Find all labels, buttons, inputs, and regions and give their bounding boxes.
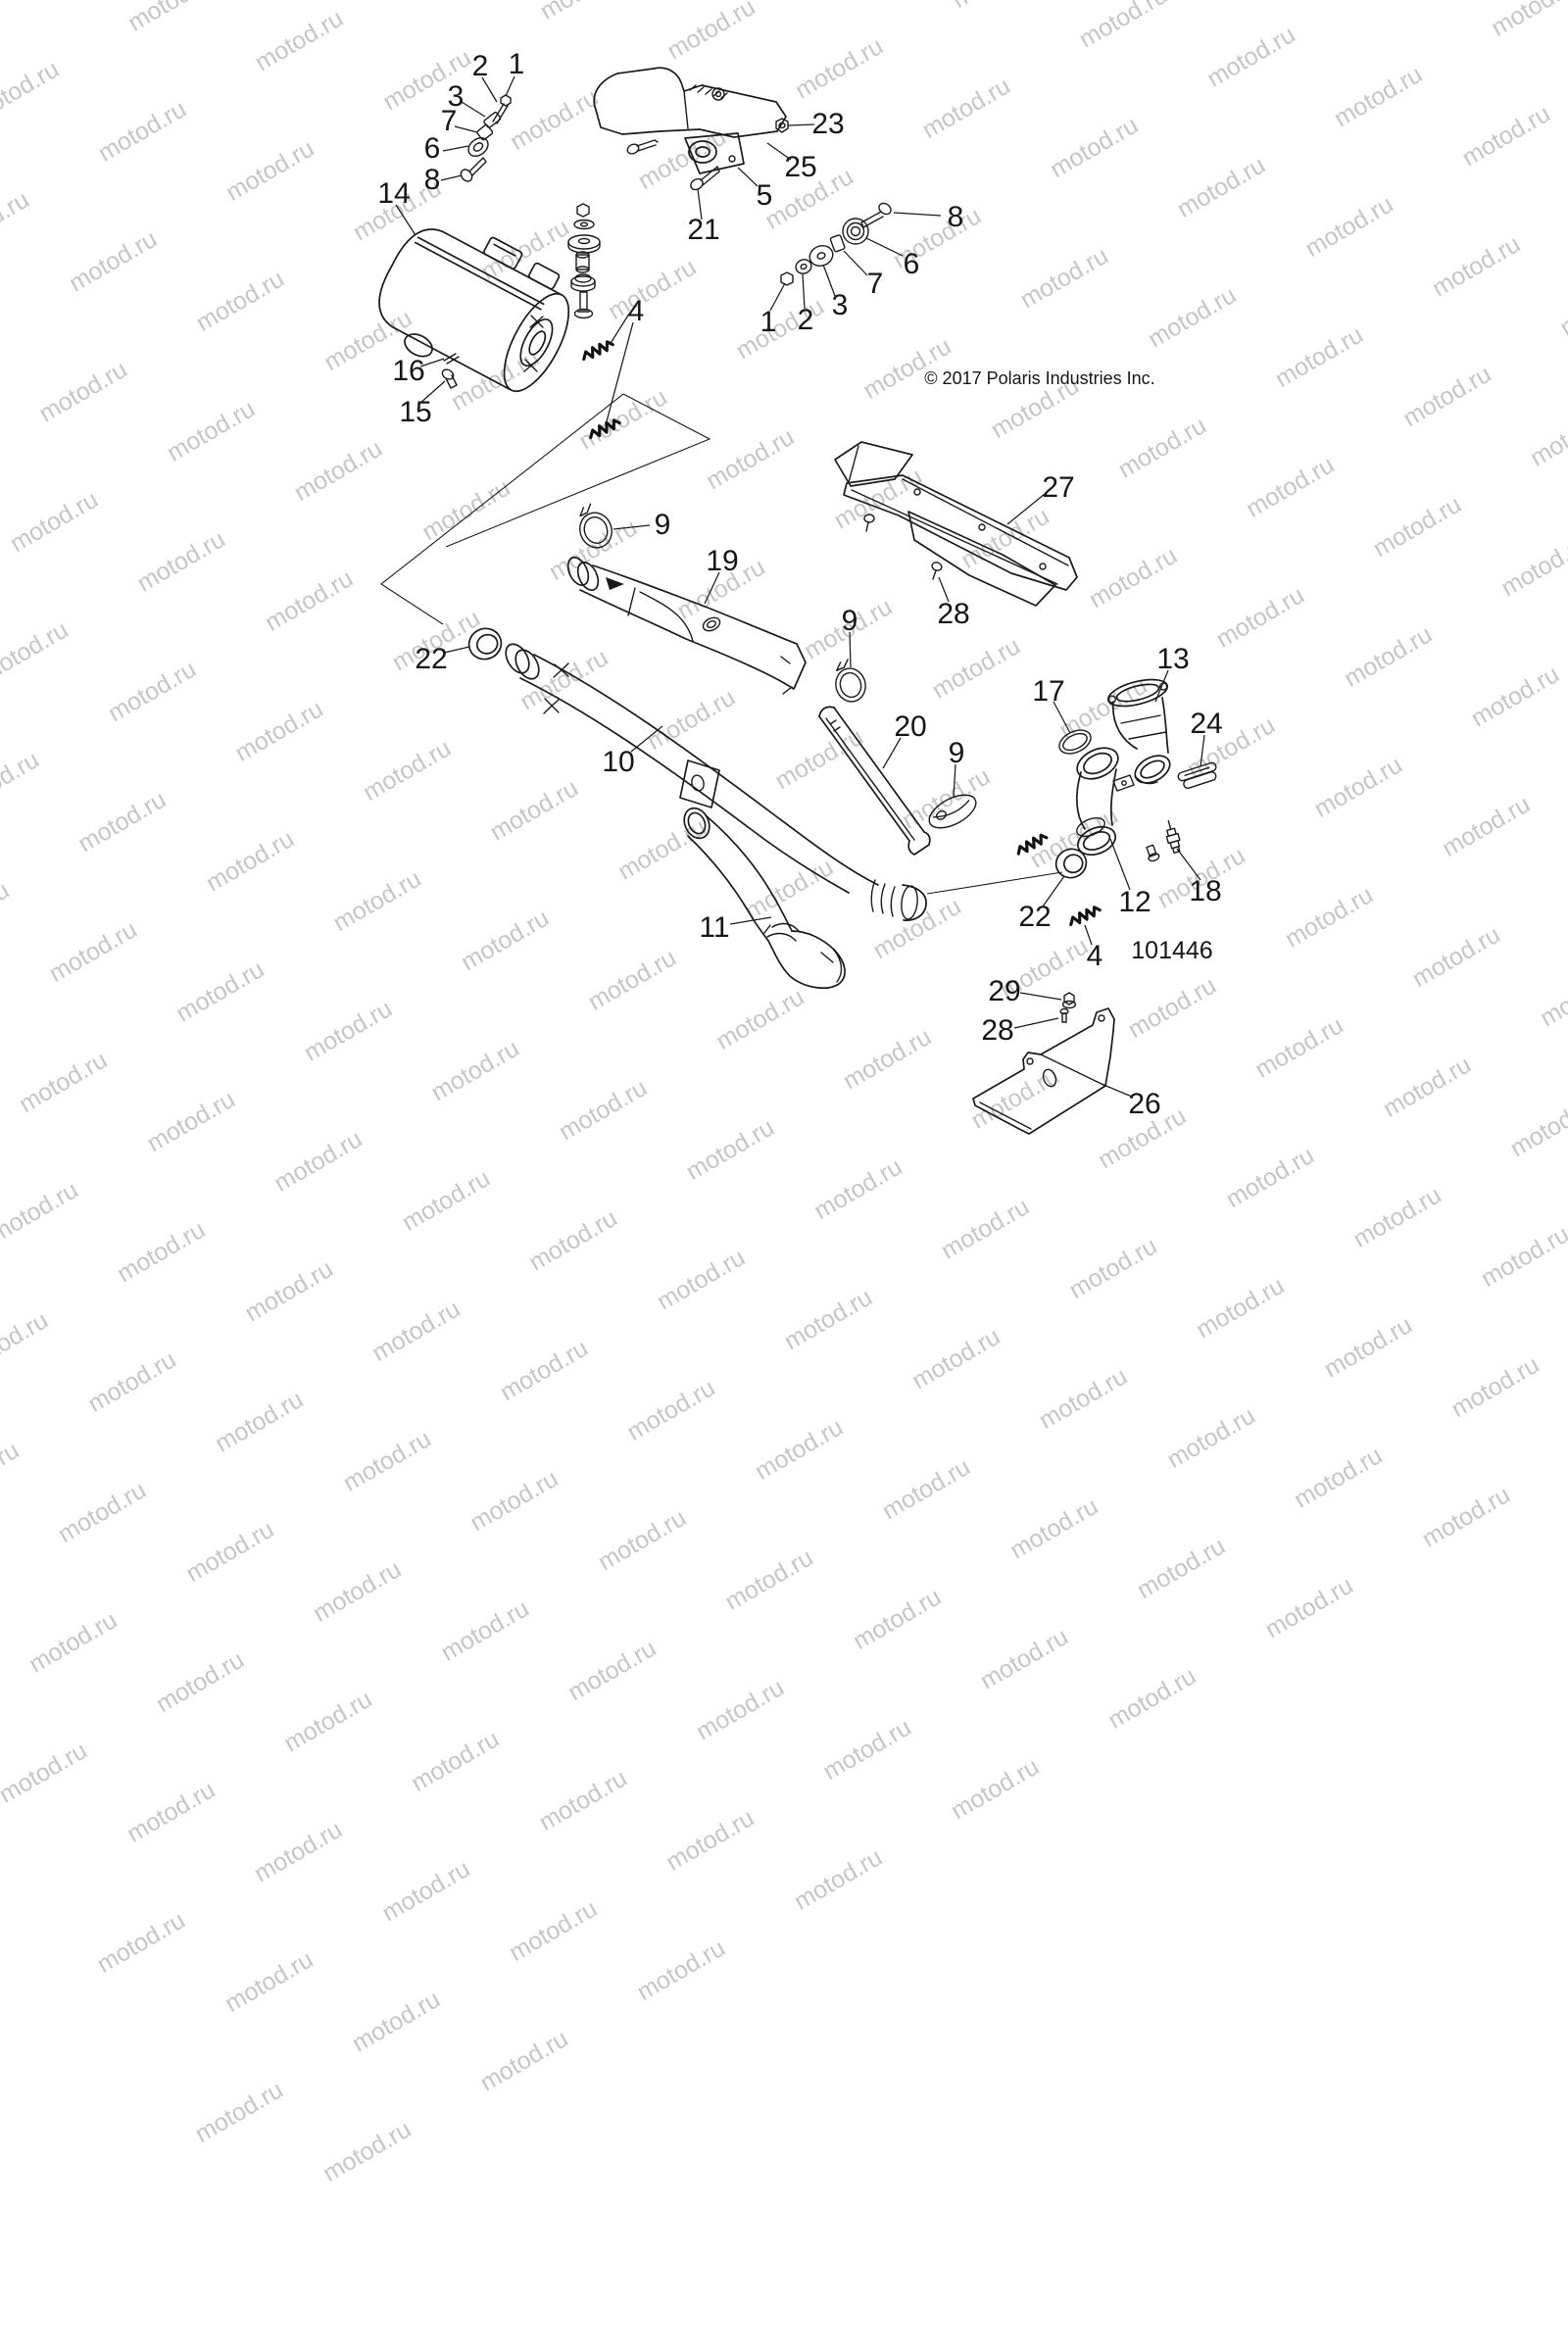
clamp-pad-part bbox=[928, 794, 977, 829]
callout-18: 18 bbox=[1189, 875, 1221, 907]
callout-28b: 28 bbox=[981, 1014, 1013, 1047]
muffler-part bbox=[378, 228, 570, 393]
nut-29-part bbox=[1061, 992, 1077, 1009]
mount-bracket bbox=[684, 132, 745, 174]
copyright-notice: © 2017 Polaris Industries Inc. bbox=[924, 368, 1154, 388]
callout-9b: 9 bbox=[842, 605, 858, 637]
callout-7a: 7 bbox=[441, 105, 458, 137]
pipe-shield-part bbox=[818, 706, 931, 856]
gasket-part bbox=[467, 627, 503, 661]
callout-8b: 8 bbox=[948, 201, 964, 233]
header-pipe-part bbox=[1106, 678, 1171, 785]
callout-6b: 6 bbox=[904, 248, 920, 280]
shield-bolt bbox=[626, 139, 659, 155]
diagram-number: 101446 bbox=[1131, 937, 1212, 964]
callout-1b: 1 bbox=[760, 306, 777, 338]
callout-22b: 22 bbox=[1018, 901, 1051, 933]
gasket-part bbox=[1054, 848, 1088, 879]
gasket-ring-part bbox=[1058, 729, 1092, 755]
tail-pipe-part bbox=[683, 807, 846, 989]
callout-28a: 28 bbox=[937, 598, 969, 630]
callout-3b: 3 bbox=[832, 289, 849, 321]
callout-24: 24 bbox=[1190, 708, 1222, 740]
spring-part bbox=[582, 340, 614, 362]
mount-stack bbox=[567, 203, 601, 319]
callout-9c: 9 bbox=[949, 737, 965, 769]
spring-part bbox=[1016, 833, 1049, 856]
callout-labels: 2 1 3 7 6 8 14 16 15 23 25 5 21 8 6 7 3 … bbox=[377, 48, 1222, 1120]
heat-shield-upper bbox=[593, 67, 787, 138]
callout-6a: 6 bbox=[424, 132, 441, 165]
callout-22a: 22 bbox=[415, 643, 447, 675]
exploded-parts-diagram: 2 1 3 7 6 8 14 16 15 23 25 5 21 8 6 7 3 … bbox=[377, 48, 1223, 1135]
callout-5: 5 bbox=[757, 179, 773, 212]
callout-1a: 1 bbox=[509, 48, 525, 80]
pin-part bbox=[443, 353, 460, 365]
callout-21: 21 bbox=[687, 214, 719, 246]
resonator-pipe-part bbox=[566, 557, 807, 695]
muffler-spring-hooks bbox=[523, 315, 544, 372]
hardware-set-right bbox=[780, 202, 892, 286]
shield-screw bbox=[931, 562, 943, 580]
clamp-part bbox=[835, 659, 866, 703]
callout-3a: 3 bbox=[448, 80, 465, 113]
callout-12: 12 bbox=[1118, 886, 1151, 918]
heat-shield-lower bbox=[972, 1007, 1115, 1135]
band-clamp-part bbox=[1177, 761, 1217, 789]
assembly-pointer-lines bbox=[380, 393, 1063, 895]
callout-2b: 2 bbox=[798, 304, 814, 336]
callout-9a: 9 bbox=[655, 509, 671, 541]
down-pipe-part bbox=[1075, 747, 1135, 857]
callout-14: 14 bbox=[377, 177, 410, 210]
callout-27: 27 bbox=[1042, 471, 1074, 504]
fitting-part bbox=[1165, 819, 1181, 854]
front-pipe-part bbox=[505, 643, 927, 921]
callout-25: 25 bbox=[784, 151, 816, 183]
callout-26: 26 bbox=[1128, 1088, 1160, 1120]
hardware-set-left bbox=[460, 94, 512, 182]
callout-7b: 7 bbox=[867, 268, 884, 300]
callout-17: 17 bbox=[1032, 675, 1064, 708]
callout-20: 20 bbox=[894, 710, 926, 743]
callout-13: 13 bbox=[1156, 643, 1189, 675]
callout-4a: 4 bbox=[628, 295, 645, 327]
spring-part bbox=[1069, 906, 1102, 927]
callout-8a: 8 bbox=[424, 164, 441, 196]
leader-lines bbox=[395, 75, 1205, 1098]
callout-4b: 4 bbox=[1087, 940, 1103, 972]
callout-23: 23 bbox=[811, 108, 844, 140]
clamp-part bbox=[579, 503, 612, 549]
bolt-21-part bbox=[690, 166, 720, 191]
nut-23-part bbox=[775, 118, 789, 133]
callout-2a: 2 bbox=[472, 50, 489, 82]
callout-11: 11 bbox=[699, 911, 729, 944]
small-bolt-part bbox=[441, 368, 458, 389]
callout-16: 16 bbox=[392, 355, 424, 387]
callout-29: 29 bbox=[988, 975, 1020, 1007]
callout-10: 10 bbox=[602, 746, 634, 778]
callout-15: 15 bbox=[399, 396, 431, 428]
spring-part bbox=[589, 418, 621, 440]
callout-19: 19 bbox=[706, 545, 738, 577]
screw-28-part bbox=[1059, 1007, 1069, 1023]
plug-part bbox=[1146, 844, 1160, 862]
shield-screw bbox=[863, 514, 875, 532]
heat-shield-mid bbox=[834, 441, 1078, 607]
